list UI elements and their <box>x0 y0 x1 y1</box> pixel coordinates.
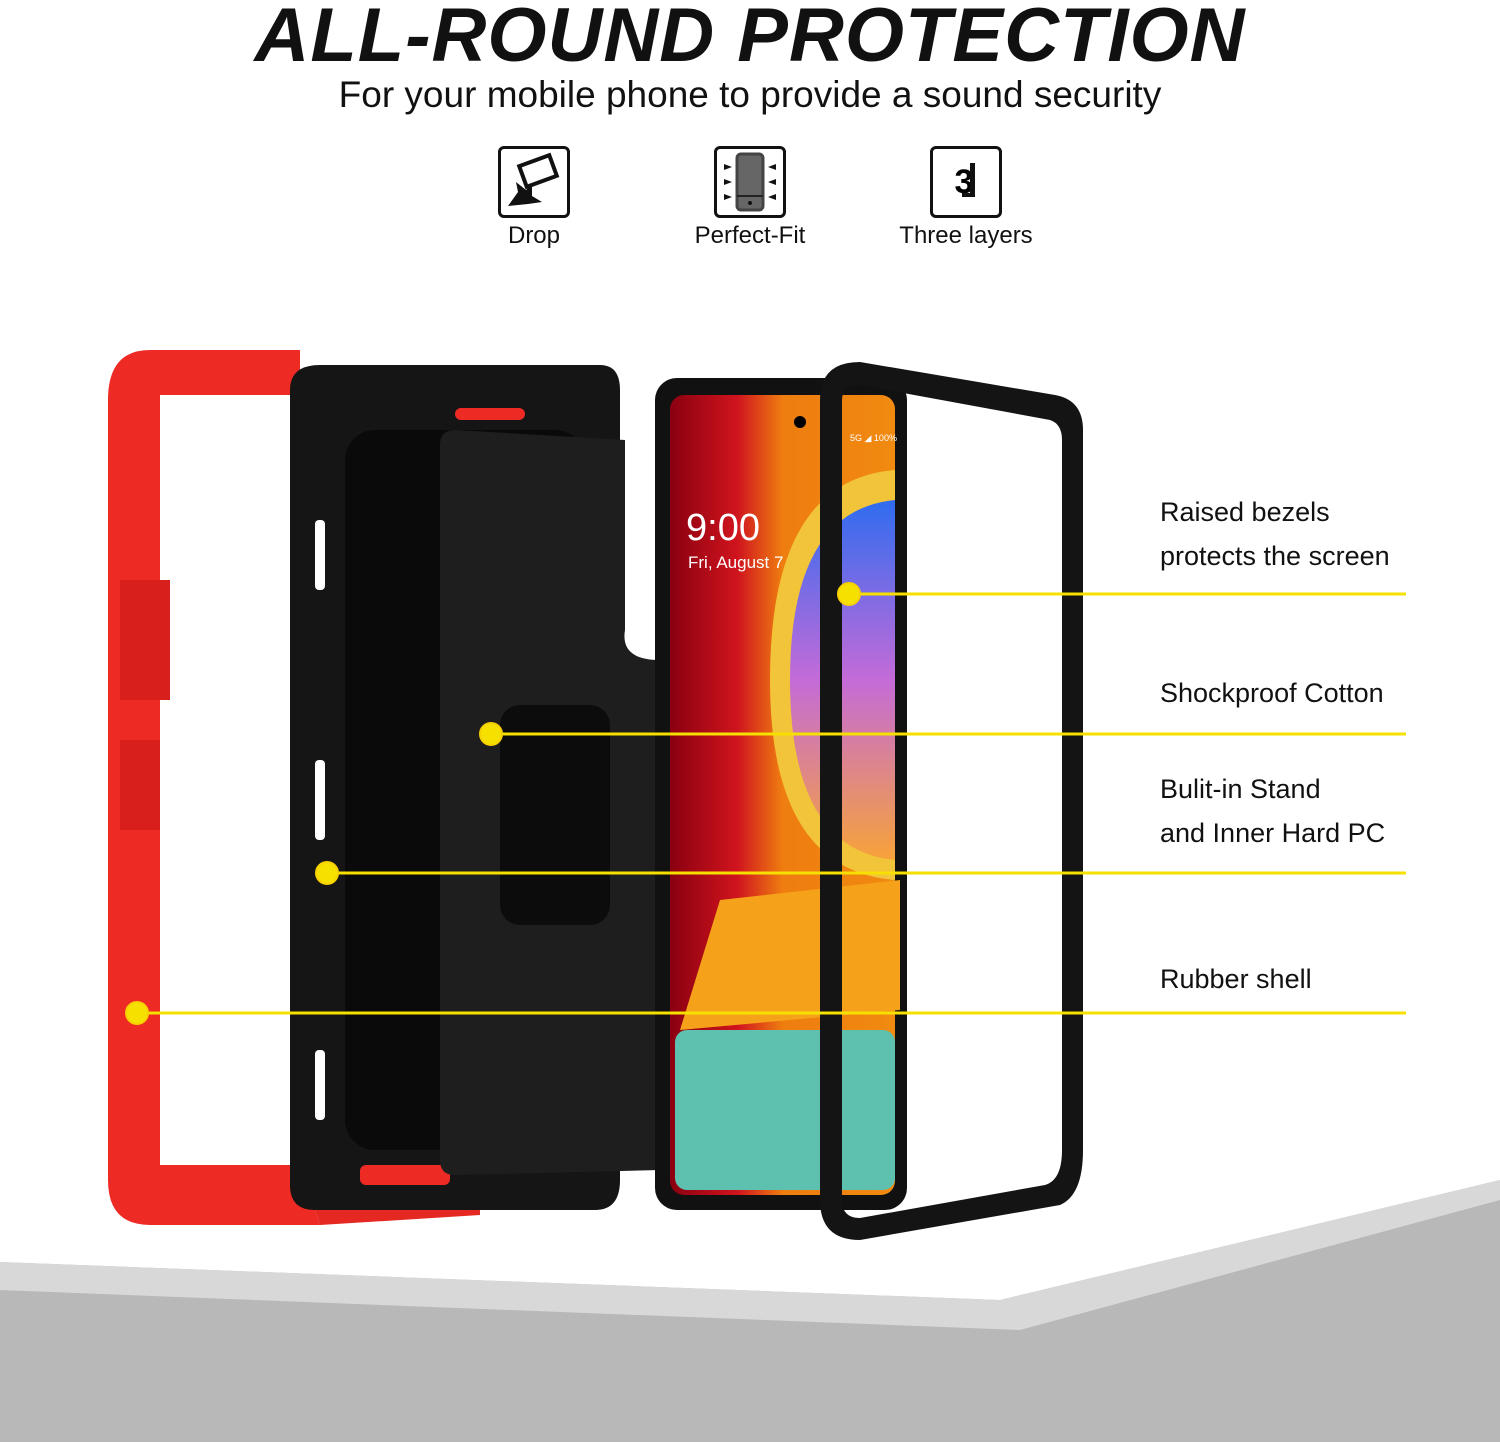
phone-status: 5G ◢ 100% <box>850 433 897 443</box>
feature-three-layers: 3 Three layers <box>866 146 1066 250</box>
callout-text: and Inner Hard PC <box>1160 818 1386 848</box>
callout-dot <box>837 582 861 606</box>
perfect-fit-icon <box>714 146 786 218</box>
callout-stand: Bulit-in Stand and Inner Hard PC <box>1160 767 1385 855</box>
callout-shockproof-cotton: Shockproof Cotton <box>1160 671 1384 715</box>
feature-label: Perfect-Fit <box>694 222 806 249</box>
callout-dot <box>315 861 339 885</box>
callout-rubber-shell: Rubber shell <box>1160 957 1312 1001</box>
feature-label: Three layers <box>899 222 1033 249</box>
callout-text: protects the screen <box>1160 541 1390 571</box>
feature-perfect-fit: Perfect-Fit <box>650 146 850 250</box>
three-layers-icon: 3 <box>930 146 1002 218</box>
callout-text: Bulit-in Stand <box>1160 774 1321 804</box>
callout-dot <box>125 1001 149 1025</box>
callout-text: Shockproof Cotton <box>1160 678 1384 708</box>
phone-date: Fri, August 7 <box>688 553 783 572</box>
callout-lines <box>137 592 1406 1015</box>
callout-dot <box>479 722 503 746</box>
drop-icon <box>498 146 570 218</box>
feature-label: Drop <box>507 222 561 249</box>
page-title: ALL-ROUND PROTECTION <box>254 0 1246 78</box>
phone <box>655 378 907 1210</box>
feature-drop: Drop <box>434 146 634 250</box>
callout-text: Rubber shell <box>1160 964 1312 994</box>
three-glyph: 3 <box>954 162 974 201</box>
callout-text: Raised bezels <box>1160 497 1330 527</box>
phone-time: 9:00 <box>686 507 760 549</box>
page-subtitle: For your mobile phone to provide a sound… <box>338 74 1162 115</box>
callout-raised-bezels: Raised bezels protects the screen <box>1160 490 1390 578</box>
